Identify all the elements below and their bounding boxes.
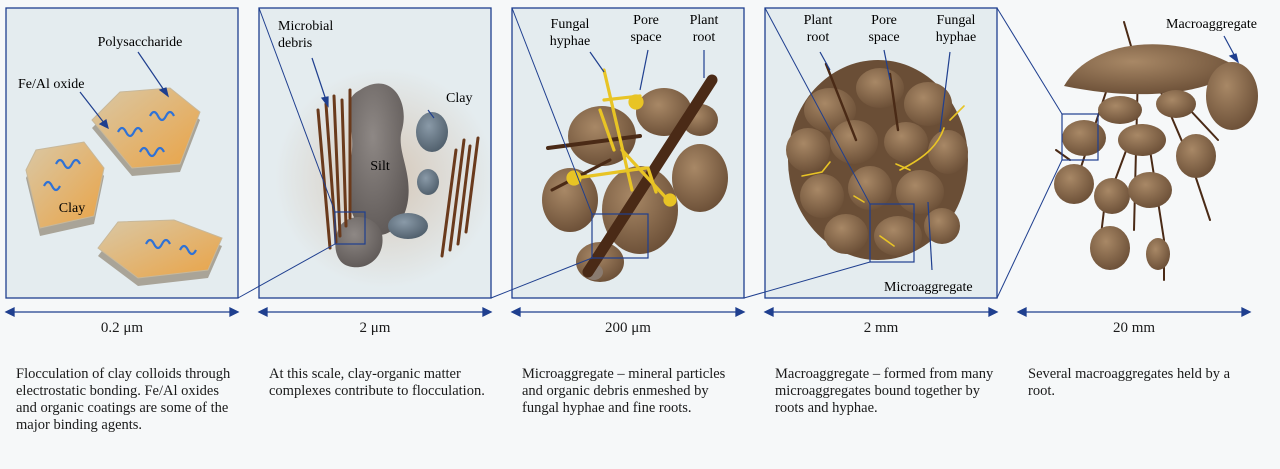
silt-particle (348, 83, 409, 236)
plant-root-p4 (824, 62, 900, 142)
panel-5-leaders (1223, 35, 1239, 64)
zoom-box-p5 (1061, 113, 1099, 161)
label-macroaggregate: Macroaggregate (1166, 17, 1257, 32)
caption-5: Several macroaggregates held by a root. (1028, 366, 1231, 399)
clay-particle (417, 169, 439, 195)
clay-particle (416, 112, 448, 152)
clay-platelet-bottom (97, 219, 223, 286)
panel-2-leaders (311, 57, 435, 119)
double-headed-arrow-icon (763, 306, 999, 318)
label-silt: Silt (370, 159, 390, 174)
zoom-box-p2 (334, 211, 366, 245)
silt-particle (335, 216, 383, 268)
caption-2: At this scale, clay-organic matter compl… (269, 366, 485, 399)
scale-arrows (4, 306, 1252, 318)
zoom-box-p4 (869, 203, 915, 263)
double-headed-arrow-icon (1016, 306, 1252, 318)
scale-label-4: 2 mm (863, 320, 899, 336)
clay-organic-complex (275, 68, 495, 288)
label-polysaccharide: Polysaccharide (98, 35, 183, 50)
scale-label-2: 2 μm (359, 320, 391, 336)
label-clay-p1: Clay (59, 201, 85, 216)
double-headed-arrow-icon (4, 306, 240, 318)
macroaggregate-cluster (786, 60, 968, 260)
scale-label-3: 200 μm (605, 320, 651, 336)
clay-platelet-top (91, 87, 201, 176)
zoom-box-p3 (591, 213, 649, 259)
panel-1-leaders (79, 51, 169, 130)
panel-3-leaders (589, 49, 705, 91)
label-clay-p2: Clay (446, 91, 472, 106)
label-microaggregate: Microaggregate (884, 280, 973, 295)
label-fe-al-oxide: Fe/Al oxide (18, 77, 85, 92)
scale-label-1: 0.2 μm (100, 320, 144, 336)
macroaggregates-on-root (1054, 21, 1258, 281)
scale-label-5: 20 mm (1112, 320, 1156, 336)
microbial-debris (316, 88, 480, 258)
double-headed-arrow-icon (510, 306, 746, 318)
caption-4: Macroaggregate – formed from many microa… (775, 366, 994, 416)
microaggregate (542, 68, 728, 282)
fungal-hyphae-p4 (801, 105, 965, 247)
clay-platelet-left (25, 141, 105, 236)
caption-3: Microaggregate – mineral particles and o… (522, 366, 726, 416)
clay-particle (388, 213, 428, 239)
double-headed-arrow-icon (257, 306, 493, 318)
caption-1: Flocculation of clay colloids through el… (16, 366, 231, 433)
zoom-connectors (237, 7, 1063, 299)
panel-4-leaders (819, 49, 951, 271)
clay-platelets (25, 87, 223, 286)
